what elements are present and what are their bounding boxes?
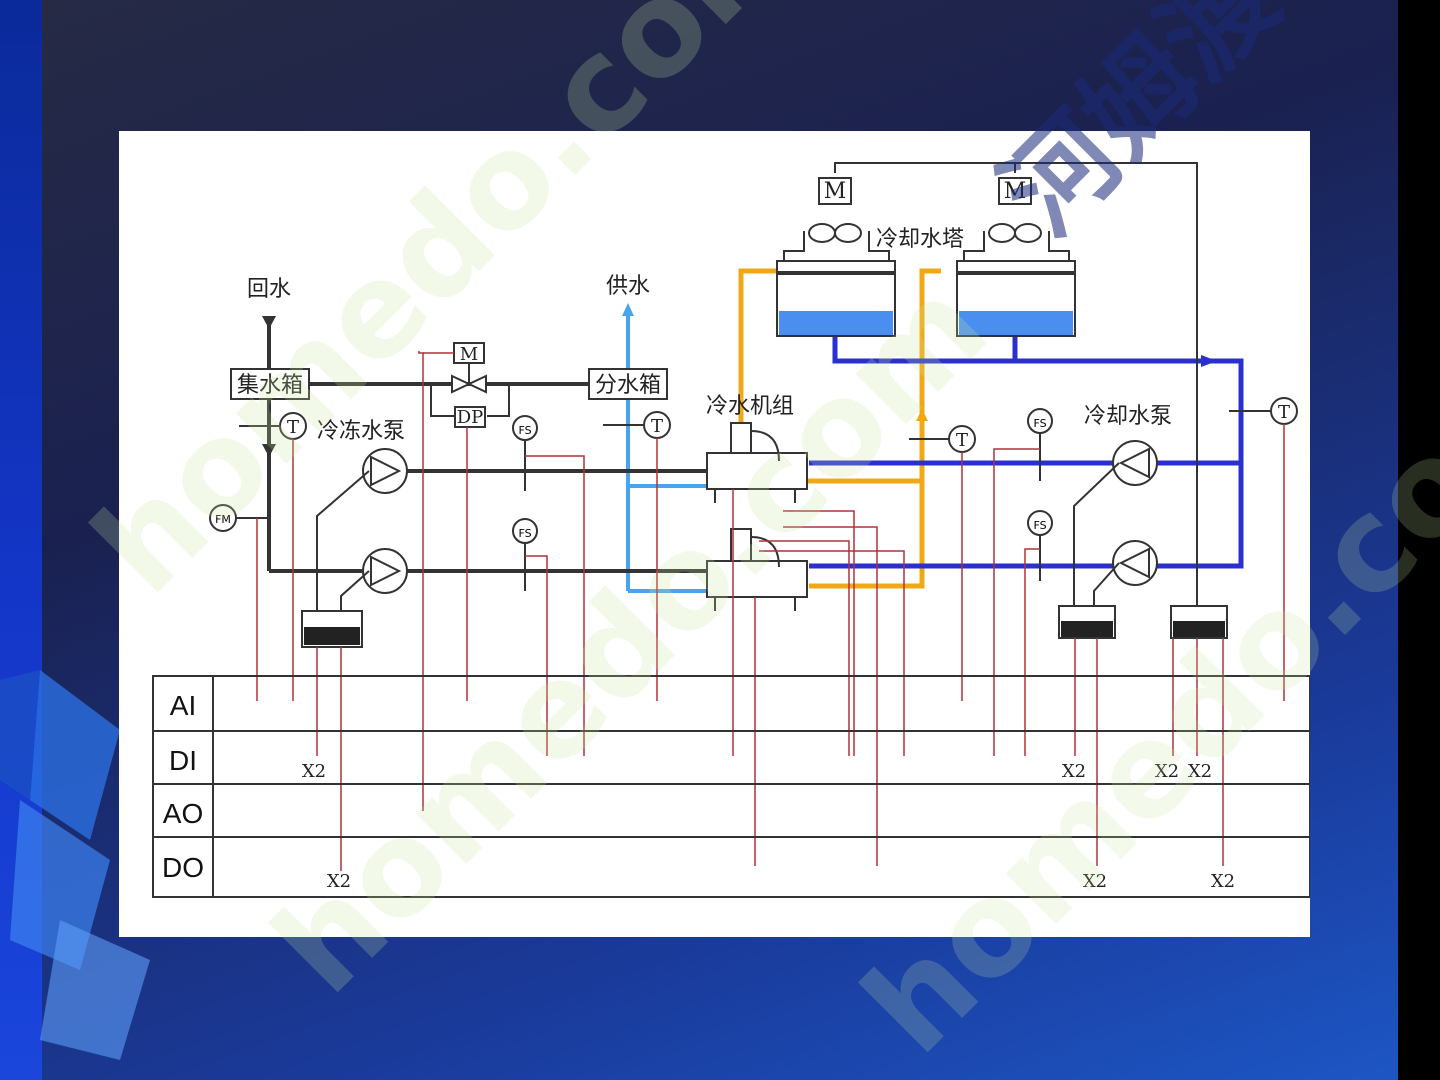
row-di: DI (169, 745, 197, 776)
cooling-pump-1 (1112, 440, 1158, 486)
svg-text:分水箱: 分水箱 (595, 373, 661, 398)
pump-vfd-wire (316, 470, 370, 611)
cooling-tower-1: M (776, 177, 896, 337)
chilled-pump-1 (362, 448, 408, 494)
svg-text:FM: FM (215, 513, 231, 526)
svg-text:T: T (651, 416, 663, 437)
svg-text:FS: FS (1033, 417, 1046, 430)
cooling-pump-2 (1112, 540, 1158, 586)
supply-water-line (626, 316, 709, 593)
x2-label: X2 (1062, 761, 1086, 782)
cooling-pump-label: 冷却水泵 (1084, 404, 1172, 429)
x2-label: X2 (327, 871, 351, 892)
supply-water-label: 供水 (606, 274, 650, 299)
svg-text:T: T (287, 417, 299, 438)
row-ai: AI (170, 690, 196, 721)
svg-text:T: T (1278, 402, 1290, 423)
motor-label: M (824, 179, 847, 204)
flow-switch-3 (1027, 408, 1053, 481)
flow-switch-1 (512, 415, 538, 491)
dp-label: DP (457, 407, 484, 428)
chiller-1 (706, 422, 808, 503)
flow-meter (209, 504, 269, 532)
valve-motor-label: M (460, 344, 478, 365)
row-ao: AO (163, 798, 203, 829)
cooling-tower-2: M (956, 177, 1076, 337)
svg-text:FS: FS (1033, 519, 1046, 532)
chilled-blue-loop (809, 336, 1244, 569)
svg-text:集水箱: 集水箱 (237, 373, 303, 398)
right-black-strip (1398, 0, 1440, 1080)
signal-lines (256, 351, 1285, 871)
row-do: DO (162, 852, 204, 883)
cooling-tower-label: 冷却水塔 (876, 227, 964, 252)
temp-sensor-1 (239, 412, 307, 440)
crystal-decoration (0, 670, 150, 1060)
motor-valve (430, 342, 510, 428)
x2-label: X2 (302, 761, 326, 782)
collector-tank: 集水箱 (230, 368, 310, 400)
chiller-label: 冷水机组 (706, 394, 794, 419)
return-arrow (262, 316, 276, 329)
svg-text:FS: FS (518, 527, 531, 540)
flow-switch-4 (1027, 510, 1053, 581)
blue-flow-arrow (1201, 355, 1217, 367)
flow-switch-2 (512, 518, 538, 591)
chilled-pump-2 (362, 548, 408, 594)
distributor-tank: 分水箱 (588, 368, 668, 400)
x2-label: X2 (1211, 871, 1235, 892)
svg-text:FS: FS (518, 424, 531, 437)
supply-arrow (622, 303, 634, 316)
chiller-2 (706, 528, 808, 611)
io-table (152, 675, 1310, 898)
svg-text:T: T (956, 430, 968, 451)
main-pipes (267, 319, 709, 573)
hvac-control-diagram: M M 冷却水塔 回水 供水 集水箱 分水箱 M DP 冷冻水泵 (119, 131, 1310, 937)
cooling-flow-arrow (916, 409, 928, 421)
x2-label: X2 (1188, 761, 1212, 782)
tower-wiring (834, 162, 1198, 611)
x2-label: X2 (1083, 871, 1107, 892)
x2-label: X2 (1155, 761, 1179, 782)
return-arrow-2 (262, 444, 276, 457)
chilled-pump-label: 冷冻水泵 (317, 419, 405, 444)
motor-label: M (1004, 179, 1027, 204)
return-water-label: 回水 (247, 277, 291, 302)
